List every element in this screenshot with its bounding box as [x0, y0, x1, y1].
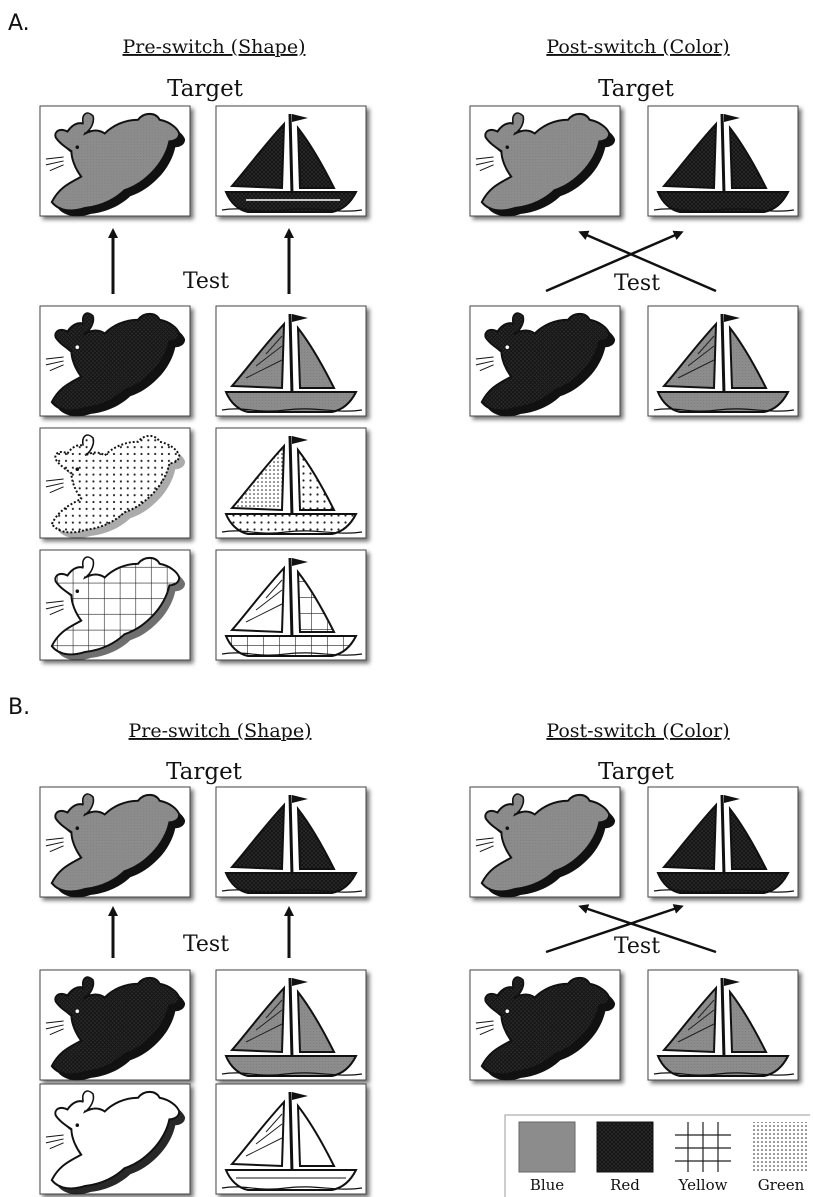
legend-label-green: Green	[758, 1176, 805, 1194]
card-a-post-target-boat	[648, 106, 798, 216]
legend-item-red: Red	[597, 1122, 653, 1194]
card-b-post-target-rabbit	[470, 787, 620, 897]
card-b-pre-test-boat-blue	[216, 970, 366, 1080]
legend-label-red: Red	[610, 1176, 640, 1194]
legend-item-green: Green	[753, 1122, 809, 1194]
panel-b-label: B.	[8, 695, 30, 720]
legend-item-blue: Blue	[519, 1122, 575, 1194]
card-b-pre-target-boat	[216, 787, 366, 897]
card-b-pre-test-rabbit-white	[40, 1084, 190, 1194]
panel-a-post-test-label: Test	[614, 271, 660, 296]
legend-label-blue: Blue	[530, 1176, 564, 1194]
card-a-pre-test-boat-green	[216, 428, 366, 538]
card-b-post-test-rabbit-red	[470, 970, 620, 1080]
card-a-post-test-boat-blue	[648, 306, 798, 416]
card-b-post-target-boat	[648, 787, 798, 897]
card-b-pre-target-rabbit	[40, 787, 190, 897]
panel-a-post-heading: Post-switch (Color)	[546, 36, 729, 58]
card-a-pre-target-rabbit	[40, 106, 190, 216]
card-a-pre-test-rabbit-green	[40, 428, 190, 538]
legend-label-yellow: Yellow	[678, 1176, 728, 1194]
panel-a-pre-heading: Pre-switch (Shape)	[123, 36, 306, 58]
card-a-pre-test-boat-blue	[216, 306, 366, 416]
panel-b-post-test-label: Test	[614, 934, 660, 959]
legend-item-yellow: Yellow	[675, 1122, 731, 1194]
panel-b-post-heading: Post-switch (Color)	[546, 720, 729, 742]
panel-a-pre-target-label: Target	[167, 76, 244, 102]
panel-b-pre-test-label: Test	[183, 932, 229, 957]
panel-a-post-target-label: Target	[598, 76, 675, 102]
card-a-post-test-rabbit-red	[470, 306, 620, 416]
panel-a-pre-test-label: Test	[183, 269, 229, 294]
card-a-pre-test-rabbit-yellow	[40, 550, 190, 660]
card-b-post-test-boat-blue	[648, 970, 798, 1080]
panel-b-post-target-label: Target	[598, 759, 675, 785]
card-b-pre-test-rabbit-red	[40, 970, 190, 1080]
card-b-pre-test-boat-white	[216, 1084, 366, 1194]
card-a-pre-target-boat	[216, 106, 366, 216]
panel-b-pre-heading: Pre-switch (Shape)	[129, 720, 312, 742]
card-a-pre-test-rabbit-red	[40, 306, 190, 416]
card-a-pre-test-boat-yellow	[216, 550, 366, 660]
panel-a-label: A.	[8, 11, 30, 36]
card-a-post-target-rabbit	[470, 106, 620, 216]
panel-b-pre-target-label: Target	[166, 759, 243, 785]
legend: Blue Red Yellow Green	[505, 1115, 810, 1197]
